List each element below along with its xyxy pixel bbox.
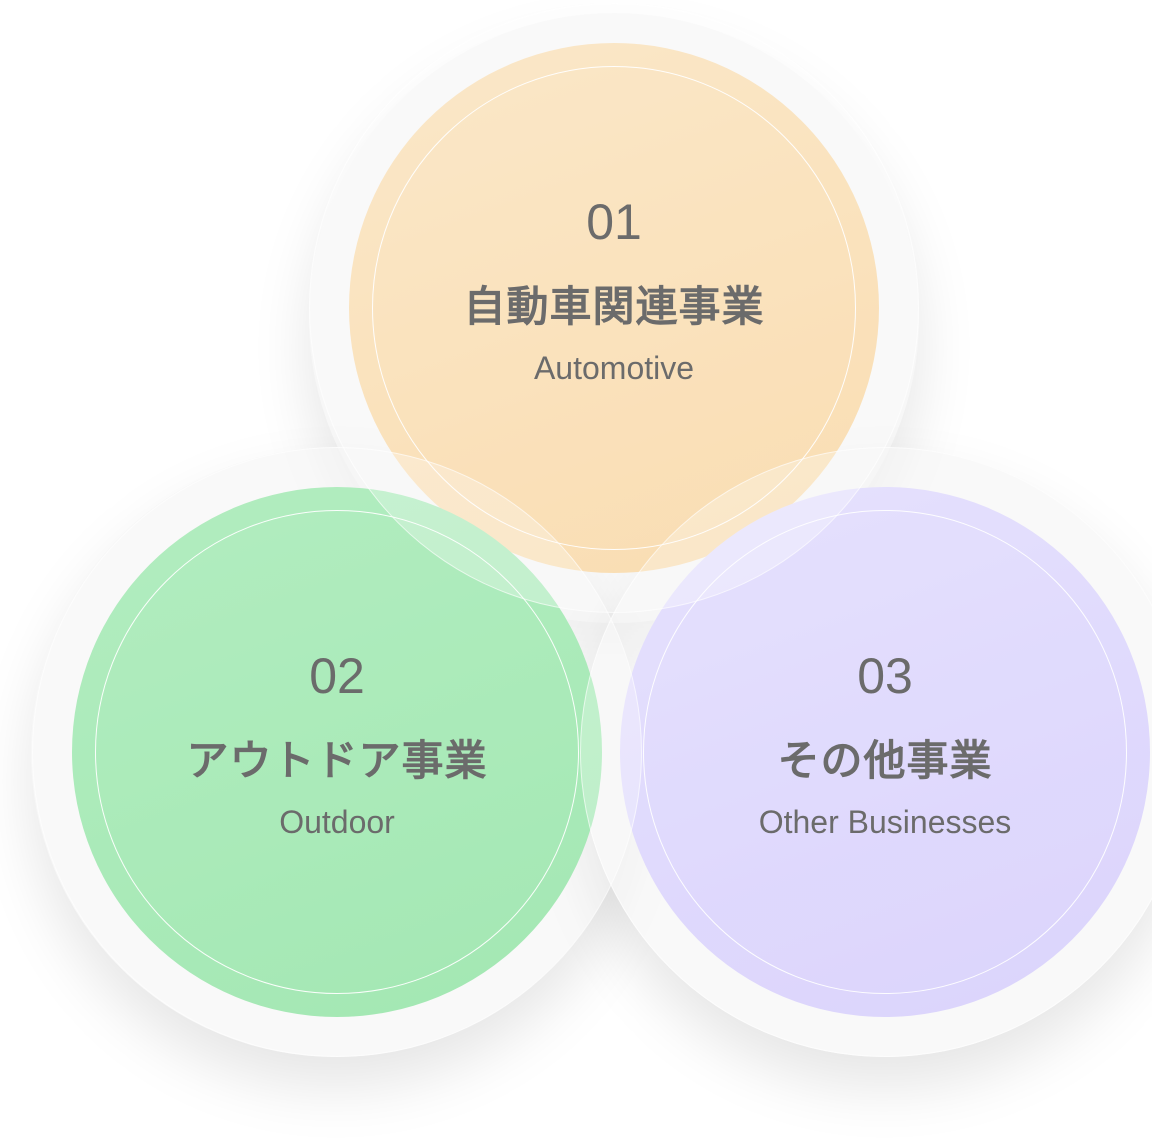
inner-ring bbox=[372, 66, 856, 550]
segment-number: 02 bbox=[309, 648, 365, 704]
segment-title-ja: アウトドア事業 bbox=[186, 736, 488, 785]
inner-ring bbox=[643, 510, 1127, 994]
segment-title-en: Other Businesses bbox=[758, 804, 1012, 840]
segment-number: 03 bbox=[857, 648, 913, 704]
segment-outdoor: 02 アウトドア事業 Outdoor bbox=[72, 487, 602, 1017]
segment-title-ja: その他事業 bbox=[777, 736, 993, 785]
segment-automotive: 01 自動車関連事業 Automotive bbox=[349, 43, 879, 573]
inner-ring bbox=[95, 510, 579, 994]
segment-title-en: Outdoor bbox=[279, 804, 395, 840]
segment-number: 01 bbox=[586, 194, 642, 250]
segment-other: 03 その他事業 Other Businesses bbox=[620, 487, 1150, 1017]
segment-title-en: Automotive bbox=[533, 350, 695, 386]
segment-title-ja: 自動車関連事業 bbox=[463, 282, 765, 331]
